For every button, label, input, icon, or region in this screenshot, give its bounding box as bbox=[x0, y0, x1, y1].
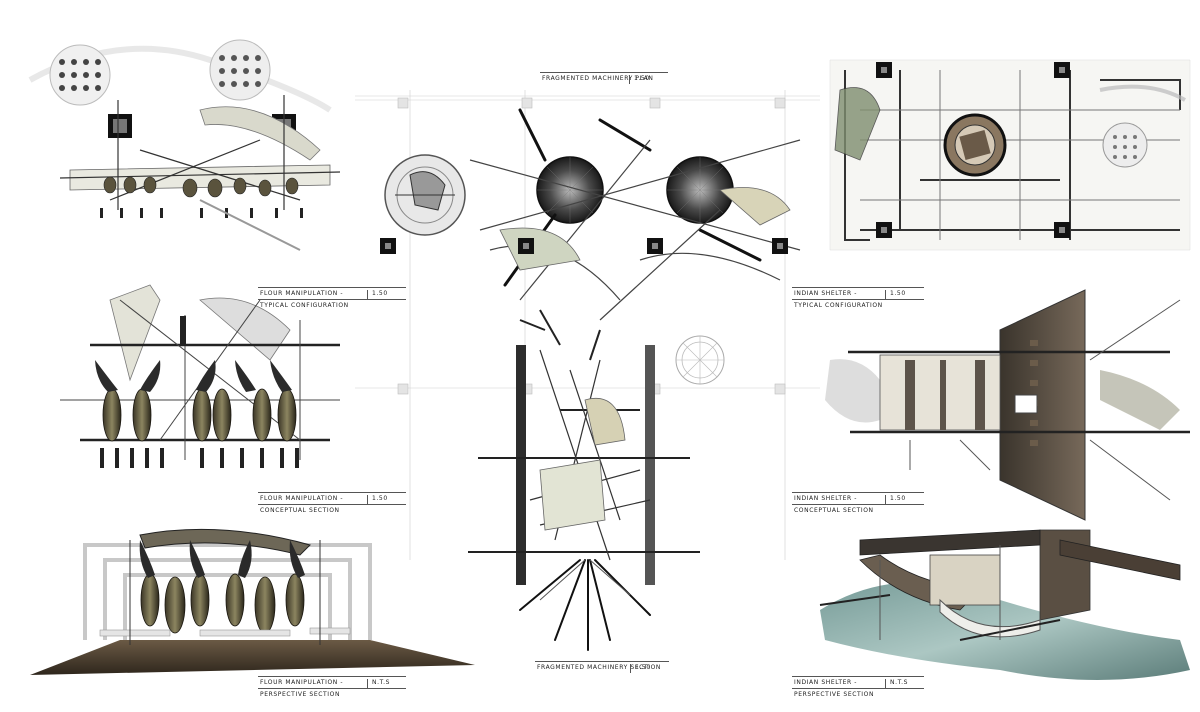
caption-scale: 1.50 bbox=[629, 75, 668, 84]
caption-scale: 1.50 bbox=[630, 664, 669, 673]
caption-title: Flour Manipulation - bbox=[260, 495, 344, 502]
caption-scale: N.T.S bbox=[367, 679, 406, 688]
caption-title: Indian Shelter - bbox=[794, 290, 858, 297]
caption-flour-perspective: Flour Manipulation - Perspective Section… bbox=[258, 676, 406, 700]
flour-typical-plan bbox=[28, 39, 341, 251]
caption-title: Flour Manipulation - bbox=[260, 679, 344, 686]
caption-subtitle: Perspective Section bbox=[794, 691, 875, 698]
caption-fragmented-machinery-section: Fragmented Machinery Section 1.50 bbox=[535, 661, 669, 675]
fragmented-machinery-plan bbox=[380, 108, 801, 385]
caption-title: Fragmented Machinery Section bbox=[537, 664, 661, 671]
caption-scale: 1.50 bbox=[367, 290, 406, 299]
caption-scale: 1.50 bbox=[885, 290, 924, 299]
caption-scale: 1.50 bbox=[885, 495, 924, 504]
flour-perspective-section bbox=[30, 528, 475, 675]
caption-title: Indian Shelter - bbox=[794, 679, 858, 686]
fragmented-machinery-section bbox=[468, 345, 700, 651]
indian-shelter-conceptual-section bbox=[825, 289, 1190, 521]
caption-subtitle: Typical Configuration bbox=[260, 302, 349, 309]
flour-conceptual-section bbox=[60, 284, 340, 468]
guide-markers bbox=[397, 97, 786, 395]
caption-title: Fragmented Machinery Plan bbox=[542, 75, 654, 82]
caption-scale: N.T.S bbox=[885, 679, 924, 688]
caption-flour-typical: Flour Manipulation - Typical Configurati… bbox=[258, 287, 406, 311]
caption-indian-perspective: Indian Shelter - Perspective Section N.T… bbox=[792, 676, 924, 700]
indian-shelter-plan bbox=[829, 59, 1191, 251]
caption-scale: 1.50 bbox=[367, 495, 406, 504]
caption-indian-typical: Indian Shelter - Typical Configuration 1… bbox=[792, 287, 924, 311]
caption-subtitle: Conceptual Section bbox=[260, 507, 340, 514]
caption-indian-conceptual: Indian Shelter - Conceptual Section 1.50 bbox=[792, 492, 924, 516]
caption-subtitle: Typical Configuration bbox=[794, 302, 883, 309]
caption-subtitle: Perspective Section bbox=[260, 691, 341, 698]
caption-flour-conceptual: Flour Manipulation - Conceptual Section … bbox=[258, 492, 406, 516]
caption-fragmented-machinery-plan: Fragmented Machinery Plan 1.50 bbox=[540, 72, 668, 86]
caption-subtitle: Conceptual Section bbox=[794, 507, 874, 514]
caption-title: Indian Shelter - bbox=[794, 495, 858, 502]
caption-title: Flour Manipulation - bbox=[260, 290, 344, 297]
indian-shelter-perspective-section bbox=[819, 529, 1190, 680]
